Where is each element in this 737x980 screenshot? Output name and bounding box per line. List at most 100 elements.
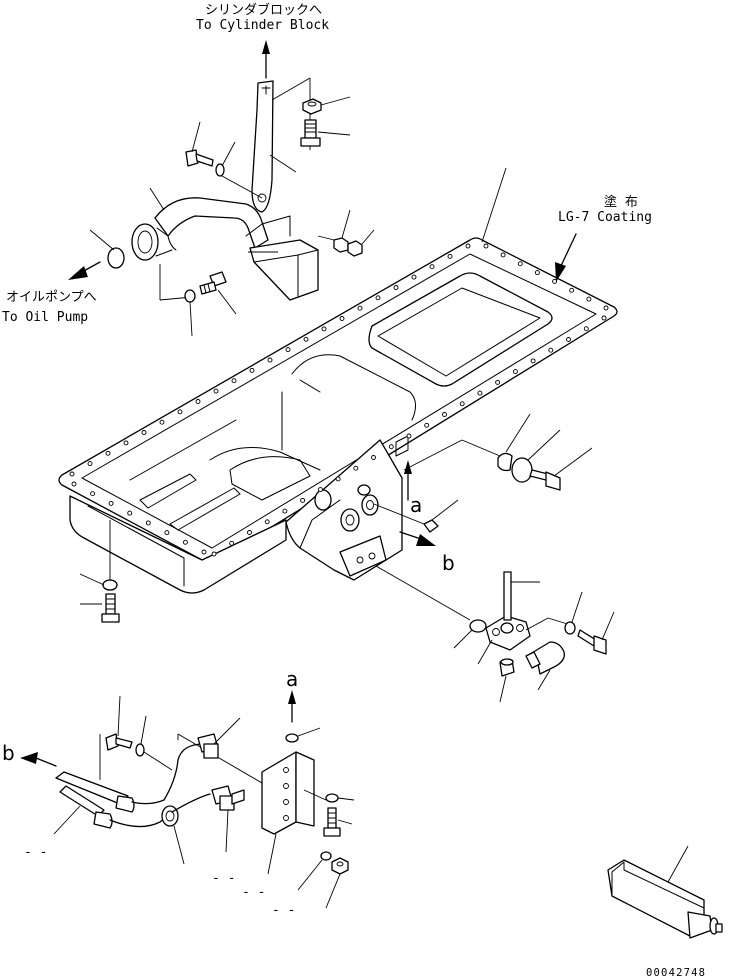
harness-wire (163, 733, 275, 813)
bolt-bracket-left (185, 121, 214, 167)
flange-bolt-hole (339, 316, 345, 321)
label-cylinder-block-en: To Cylinder Block (196, 18, 329, 33)
flange-bolt-hole (393, 285, 399, 290)
harness-bracket (261, 751, 315, 875)
flange-bolt-hole (548, 347, 554, 353)
leader-drain (375, 565, 471, 621)
washer-pipe-lower (184, 289, 196, 337)
flange-bolt-hole (357, 305, 363, 311)
flange-bolt-hole (159, 419, 165, 425)
ref-b-upper: b (442, 551, 455, 575)
flange-bolt-hole (375, 295, 381, 301)
washer-bracket-bottom (297, 851, 332, 891)
drawing-code: 00042748 (646, 967, 706, 979)
oil-pan (58, 237, 618, 594)
flange-bolt-hole (429, 264, 435, 270)
flange-bolt-hole (512, 369, 518, 375)
label-oil-pump-jp: オイルポンプへ (6, 290, 97, 305)
placeholder-label-1: - - (24, 845, 47, 860)
suction-pipe (131, 187, 269, 301)
bolt-pan-lower (80, 593, 120, 623)
label-oil-pump-en: To Oil Pump (2, 310, 88, 325)
flange-bolt-hole (108, 500, 114, 506)
flange-bolt-hole (442, 412, 447, 417)
bolt-side (529, 447, 593, 491)
ref-a-lower: a (286, 667, 298, 691)
flange-bolt-hole (603, 305, 609, 311)
flange-bolt-hole (530, 358, 536, 364)
placeholder-label-4: - - (272, 903, 295, 918)
flange-bolt-hole (424, 422, 430, 428)
bolt-harness (105, 695, 133, 751)
flange-bolt-hole (500, 252, 506, 258)
flange-bolt-hole (282, 508, 288, 514)
flange-bolt-hole (477, 390, 483, 396)
arrow-to-oil-pump (68, 261, 101, 280)
washer-pan-lower (79, 520, 118, 591)
ref-a-upper: a (410, 493, 422, 517)
arrow-ref-a-lower (288, 690, 296, 723)
flange-bolt-hole (229, 540, 235, 546)
suction-strainer (245, 215, 319, 301)
o-ring-suction (89, 229, 125, 269)
flange-bolt-hole (249, 367, 255, 373)
flange-bolt-hole (495, 379, 501, 385)
flange-bolt-hole (517, 261, 523, 267)
strainer-detail (607, 845, 723, 939)
washer-boss (373, 499, 459, 533)
bolt-bracket-right (323, 807, 353, 837)
flange-bolt-hole (371, 455, 376, 460)
flange-bolt-hole (552, 278, 558, 284)
flange-bolt-hole (247, 530, 252, 535)
placeholder-label-2: - - (212, 871, 235, 886)
flange-bolt-hole (145, 520, 151, 526)
flange-bolt-hole (213, 388, 219, 394)
washer-harness (135, 715, 173, 771)
flange-bolt-hole (566, 337, 571, 342)
ref-b-lower: b (2, 741, 15, 765)
flange-bolt-hole (447, 253, 453, 259)
flange-bolt-hole (586, 296, 592, 302)
flange-bolt-hole (264, 519, 270, 525)
flange-bolt-hole (127, 510, 133, 516)
placeholder-label-3: - - (242, 885, 265, 900)
flange-bolt-hole (267, 357, 273, 363)
flange-bolt-hole (177, 409, 183, 415)
flange-bolt-hole (195, 399, 201, 404)
nut-bracket-bottom (325, 857, 349, 909)
washer-bracket-left (215, 141, 236, 177)
gasket-side (511, 429, 561, 483)
sensor-cable-upper (55, 734, 165, 813)
label-cylinder-block-jp: シリンダブロックへ (205, 2, 322, 18)
flange-bolt-hole (71, 481, 77, 487)
o-ring-drain (453, 619, 487, 649)
flange-bolt-hole (123, 440, 129, 446)
flange-bolt-holes (69, 243, 609, 557)
flange-bolt-hole (569, 287, 575, 293)
washer-bracket-top (285, 727, 321, 743)
flange-bolt-hole (201, 549, 207, 555)
flange-bolt-hole (317, 487, 323, 493)
flange-bolt-hole (285, 347, 291, 353)
arrow-up-cylinder-block (262, 40, 270, 79)
arrow-ref-a-upper (404, 460, 412, 501)
flange-bolt-hole (303, 336, 309, 342)
flange-bolt-hole (459, 401, 465, 407)
flange-bolt-hole (300, 497, 306, 503)
flange-bolt-hole (87, 461, 93, 467)
label-coating-jp: 塗 布 (604, 194, 638, 210)
pressure-sensor (525, 641, 565, 691)
flange-bolt-hole (388, 444, 394, 450)
connector-lower (211, 785, 245, 853)
switch-body (477, 571, 575, 665)
flange-bolt-hole (321, 326, 327, 332)
flange-bolt-hole (90, 491, 96, 497)
flange-bolt-hole (406, 433, 412, 439)
flange-bolt-hole (465, 243, 471, 249)
bolt-switch (577, 611, 615, 655)
nut-top (302, 96, 351, 115)
harness-clamp (161, 805, 185, 865)
plug-switch-lower (499, 658, 515, 703)
bolt-top (300, 119, 351, 147)
